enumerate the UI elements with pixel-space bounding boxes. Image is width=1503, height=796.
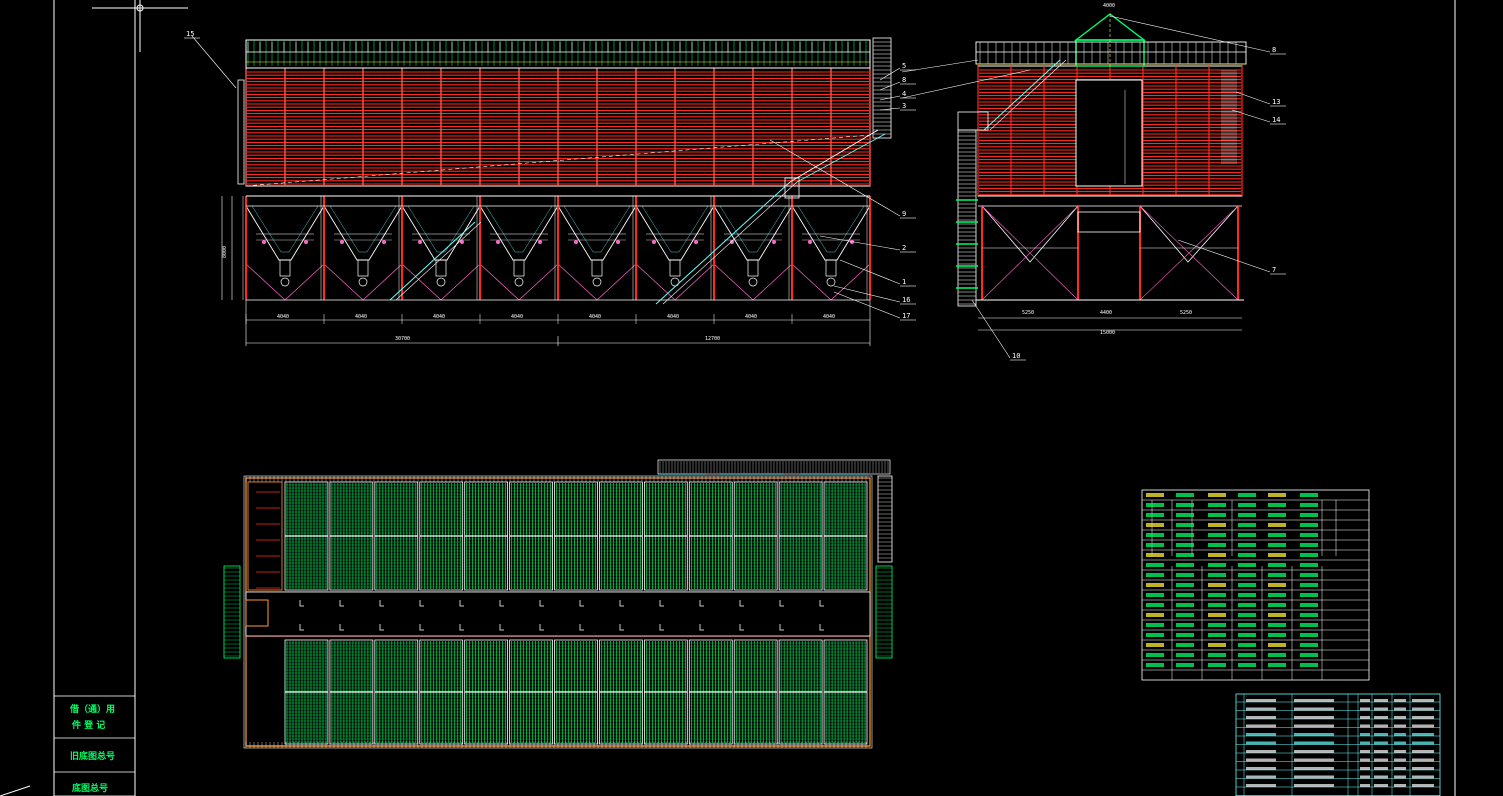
side-callout-8: 8 (1272, 46, 1276, 54)
sig-row-4: 底图总号 (72, 782, 108, 794)
plan-top-railing (657, 459, 891, 475)
sig-row-2: 件 登 记 (72, 719, 105, 731)
bill-of-materials (1235, 693, 1441, 796)
sig-row-1: 借（通）用 (69, 703, 115, 715)
casing-ribs (245, 68, 871, 186)
side-stair (957, 59, 1067, 131)
overall-dim-left: 30700 (395, 336, 410, 342)
bay-spacing-labels: 4040 4040 4040 4040 4040 4040 4040 4040 (245, 314, 835, 324)
bay-spacing-3: 4040 (433, 314, 445, 320)
bay-spacing-1: 4040 (277, 314, 289, 320)
bay-spacing-4: 4040 (511, 314, 523, 320)
callout-1: 1 (902, 278, 906, 286)
signature-block: 借（通）用 件 登 记 旧底图总号 底图总号 (53, 695, 136, 796)
bom-rows (1236, 694, 1440, 796)
plan-side-ladders (224, 477, 892, 657)
side-callout-14: 14 (1272, 116, 1280, 124)
side-view-ladder (956, 131, 978, 305)
callout-15: 15 (186, 30, 194, 38)
side-top-dim: 4000 (1103, 3, 1115, 9)
callout-17: 17 (902, 312, 910, 320)
bay-spacing-8: 4040 (823, 314, 835, 320)
overall-dim-right: 12700 (705, 336, 720, 342)
ash-hoppers (242, 196, 871, 301)
height-dim: 8000 (222, 246, 228, 258)
dimension-lines: 30700 12700 8000 (221, 196, 871, 346)
side-callout-7: 7 (1272, 266, 1276, 274)
callout-8: 8 (902, 76, 906, 84)
side-ladder (873, 41, 891, 135)
bay-spacing-2: 4040 (355, 314, 367, 320)
side-dim-2: 4400 (1100, 310, 1112, 316)
sig-row-3: 旧底图总号 (70, 750, 115, 762)
callout-9: 9 (902, 210, 906, 218)
side-dim-1: 5250 (1022, 310, 1034, 316)
bay-spacing-6: 4040 (667, 314, 679, 320)
side-callout-10: 10 (1012, 352, 1020, 360)
parameter-table (1141, 489, 1370, 681)
callout-16: 16 (902, 296, 910, 304)
plan-view (223, 459, 893, 749)
callout-2: 2 (902, 244, 906, 252)
side-dim-3: 5250 (1180, 310, 1192, 316)
side-overall-dim: 15000 (1100, 330, 1115, 336)
callout-3: 3 (902, 102, 906, 110)
top-railing (246, 40, 870, 66)
central-walkway (245, 599, 824, 631)
callout-4: 4 (902, 90, 906, 98)
side-roof-railing (976, 42, 1246, 65)
bay-spacing-7: 4040 (745, 314, 757, 320)
bay-spacing-5: 4040 (589, 314, 601, 320)
callout-5: 5 (902, 62, 906, 70)
filter-bag-modules (245, 476, 870, 748)
access-stair (389, 129, 886, 305)
side-support-frame (976, 195, 1244, 331)
drawing-border (0, 0, 1456, 796)
front-view-callouts: 15 9 5 8 4 3 2 1 16 17 (184, 30, 916, 321)
parameter-table-rows (1142, 493, 1369, 680)
side-callout-13: 13 (1272, 98, 1280, 106)
